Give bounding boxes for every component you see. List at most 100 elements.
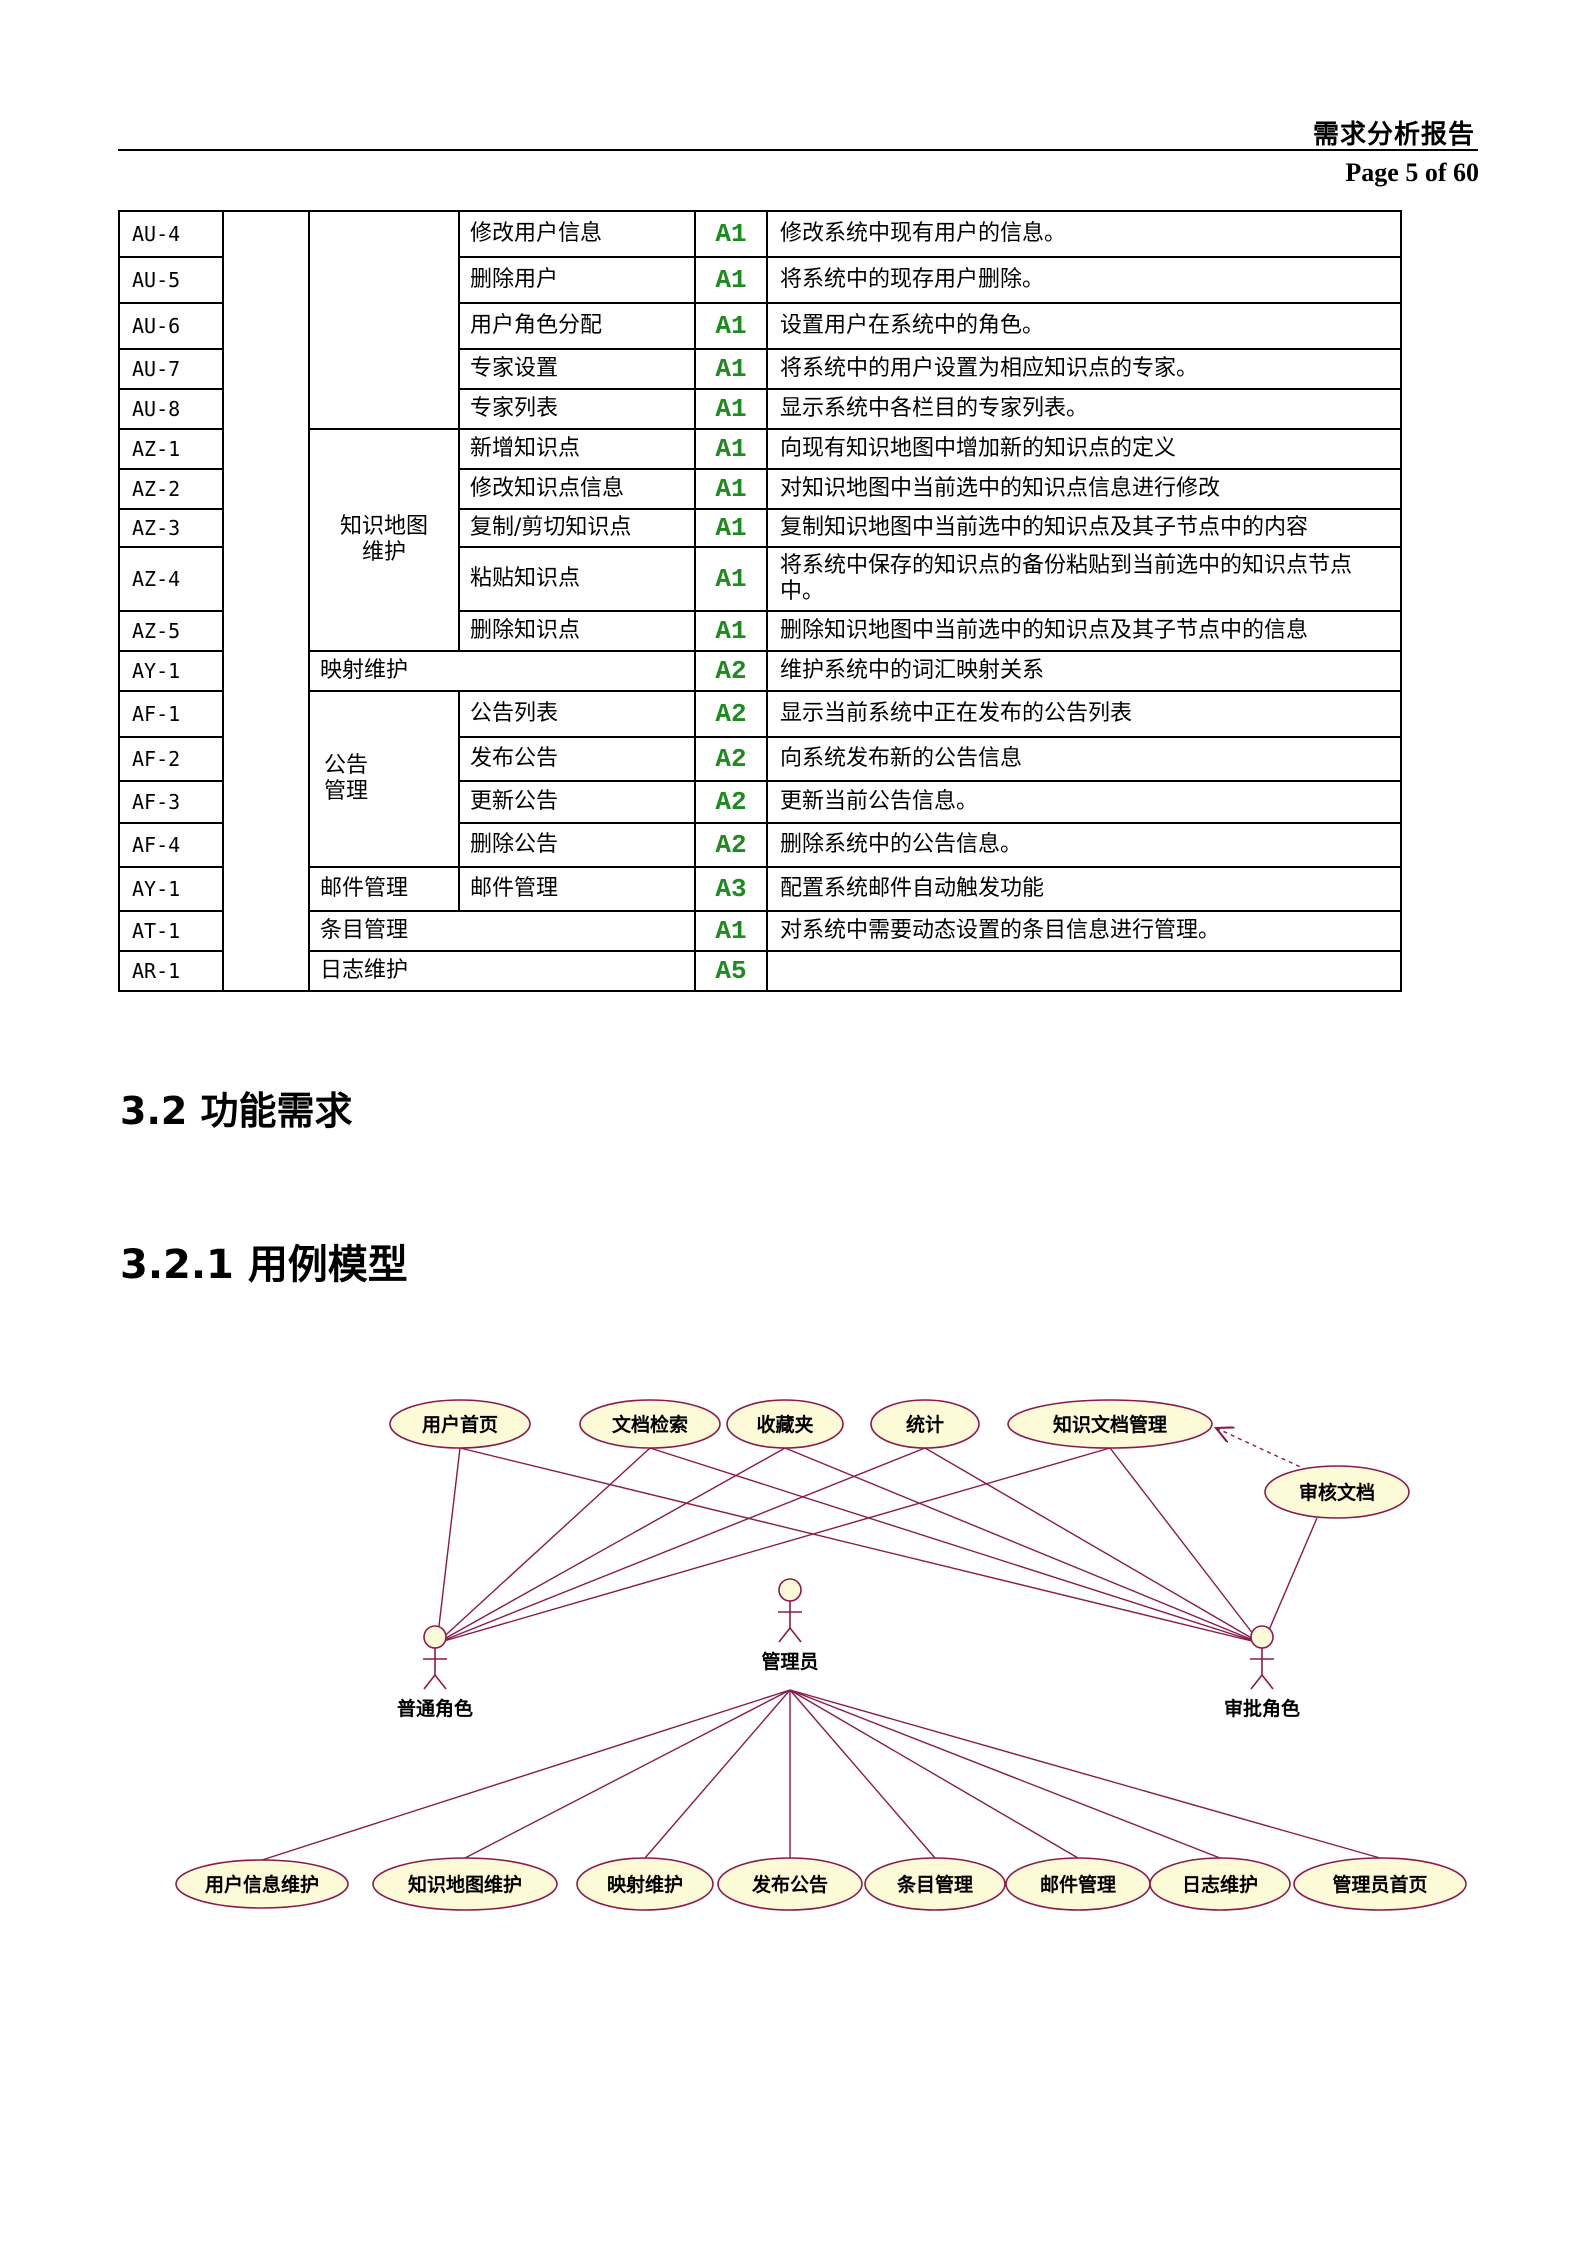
use-case-shape [717,1857,863,1911]
use-case-shape [864,1857,1006,1911]
table-row: AU-5 删除用户 A1 将系统中的现存用户删除。 [118,256,1402,304]
association-line [436,1447,926,1644]
req-priority: A2 [694,780,768,824]
association-line [649,1447,1261,1644]
req-id: AR-1 [118,950,224,992]
actor-label: 审批角色 [1224,1697,1300,1720]
req-id: AF-1 [118,690,224,738]
req-function: 删除公告 [458,822,696,868]
actor-leg [789,1627,802,1643]
req-function: 新增知识点 [458,428,696,470]
use-case-bottom: 知识地图维护 [372,1857,558,1911]
table-row: AZ-4 粘贴知识点 A1 将系统中保存的知识点的备份粘贴到当前选中的知识点节点… [118,546,1402,612]
req-function: 粘贴知识点 [458,546,696,612]
req-description: 维护系统中的词汇映射关系 [766,650,1402,692]
use-case-shape [1007,1399,1213,1449]
table-row: AT-1 条目管理 A1 对系统中需要动态设置的条目信息进行管理。 [118,910,1402,952]
association-line [1265,1517,1318,1638]
req-description: 对系统中需要动态设置的条目信息进行管理。 [766,910,1402,952]
req-id: AU-6 [118,302,224,350]
table-row: AF-4 删除公告 A2 删除系统中的公告信息。 [118,822,1402,868]
use-case-review: 审核文档 [1264,1465,1410,1519]
use-case-shape [1149,1857,1291,1911]
req-id: AF-4 [118,822,224,868]
req-description: 将系统中保存的知识点的备份粘贴到当前选中的知识点节点中。 [766,546,1402,612]
use-case-label: 日志维护 [1182,1873,1258,1896]
req-id: AY-1 [118,650,224,692]
req-function: 映射维护 [308,650,696,692]
actor-head [423,1625,447,1649]
req-function: 删除知识点 [458,610,696,652]
req-function: 专家列表 [458,388,696,430]
req-description: 删除系统中的公告信息。 [766,822,1402,868]
req-description [766,950,1402,992]
req-description: 对知识地图中当前选中的知识点信息进行修改 [766,468,1402,510]
use-case-shape [1293,1857,1467,1911]
association-line [784,1447,1261,1644]
req-priority: A1 [694,388,768,430]
req-priority: A2 [694,650,768,692]
actor-head [778,1578,802,1602]
use-case-top: 用户首页 [389,1399,531,1449]
req-id: AU-4 [118,210,224,258]
req-id: AF-2 [118,736,224,782]
req-description: 修改系统中现有用户的信息。 [766,210,1402,258]
association-lines [261,1428,1381,1861]
req-function: 修改知识点信息 [458,468,696,510]
association-line [789,1689,1221,1859]
module-cell [222,210,310,992]
association-line [436,1447,651,1644]
req-function: 删除用户 [458,256,696,304]
use-case-label: 知识地图维护 [408,1873,522,1896]
req-priority: A1 [694,256,768,304]
req-priority: A1 [694,610,768,652]
req-priority: A1 [694,508,768,548]
association-line [436,1447,1111,1644]
req-id: AZ-3 [118,508,224,548]
association-line [789,1689,936,1859]
req-priority: A1 [694,468,768,510]
req-priority: A3 [694,866,768,912]
group-knowledge-map: 知识地图维护 [308,428,460,652]
association-line [644,1689,791,1859]
use-case-label: 发布公告 [751,1873,828,1896]
group-label: 知识地图维护 [339,514,428,565]
table-row: AF-1 公告管理 公告列表 A2 显示当前系统中正在发布的公告列表 [118,690,1402,868]
group-label: 公告管理 [324,753,369,804]
use-case-label: 审核文档 [1299,1481,1375,1504]
use-case-bottom: 映射维护 [576,1857,714,1911]
association-line [789,1689,1079,1859]
table-row: AZ-3 复制/剪切知识点 A1 复制知识地图中当前选中的知识点及其子节点中的内… [118,508,1402,548]
req-id: AU-5 [118,256,224,304]
use-case-label: 统计 [906,1413,944,1436]
table-row: AU-4 修改用户信息 A1 修改系统中现有用户的信息。 [118,210,1402,992]
req-id: AF-3 [118,780,224,824]
use-case-label: 收藏夹 [756,1413,813,1436]
subsection-heading: 3.2.1 用例模型 [120,1242,408,1288]
req-priority: A1 [694,910,768,952]
use-cases: 用户首页文档检索收藏夹统计知识文档管理审核文档用户信息维护知识地图维护映射维护发… [175,1399,1467,1911]
use-case-label: 映射维护 [607,1873,683,1896]
req-description: 更新当前公告信息。 [766,780,1402,824]
header-divider [118,149,1478,151]
req-id: AT-1 [118,910,224,952]
table-row: AU-6 用户角色分配 A1 设置用户在系统中的角色。 [118,302,1402,350]
use-case-shape [372,1857,558,1911]
association-line [1109,1447,1261,1644]
use-case-label: 用户首页 [422,1413,498,1436]
req-description: 将系统中的用户设置为相应知识点的专家。 [766,348,1402,390]
use-case-bottom: 用户信息维护 [175,1859,349,1909]
use-case-top: 知识文档管理 [1007,1399,1213,1449]
use-case-bottom: 邮件管理 [1005,1857,1151,1911]
table-row: AZ-5 删除知识点 A1 删除知识地图中当前选中的知识点及其子节点中的信息 [118,610,1402,652]
actor-head [1250,1625,1274,1649]
req-id: AY-1 [118,866,224,912]
req-description: 显示当前系统中正在发布的公告列表 [766,690,1402,738]
actor-leg [423,1674,436,1690]
req-description: 向系统发布新的公告信息 [766,736,1402,782]
req-function: 更新公告 [458,780,696,824]
use-case-shape [726,1399,844,1449]
req-id: AU-7 [118,348,224,390]
req-description: 向现有知识地图中增加新的知识点的定义 [766,428,1402,470]
req-description: 复制知识地图中当前选中的知识点及其子节点中的内容 [766,508,1402,548]
